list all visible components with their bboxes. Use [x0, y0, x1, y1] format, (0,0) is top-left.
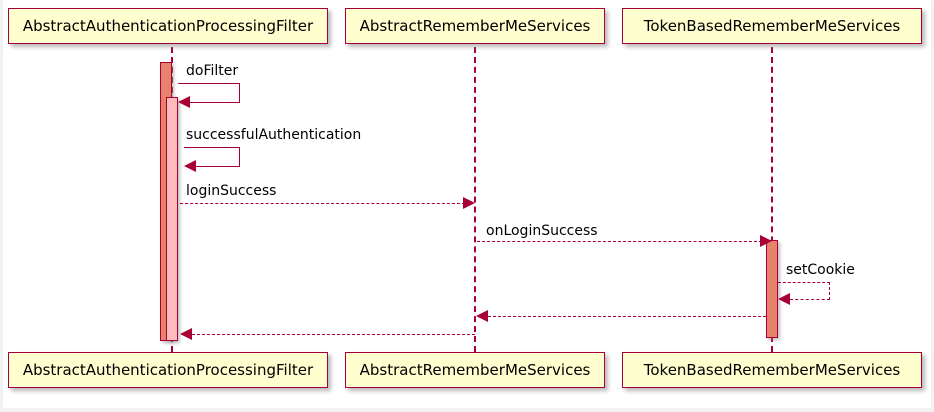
activation-bar-tokenrms: [766, 240, 778, 338]
message-onloginsuccess-arrowhead: [760, 235, 772, 247]
activation-bar-filter-inner: [166, 97, 178, 341]
message-return-abstractrms-arrowhead: [180, 328, 192, 340]
message-label-loginsuccess: loginSuccess: [186, 183, 277, 199]
participant-label-filter-bottom: AbstractAuthenticationProcessingFilter: [22, 360, 314, 379]
participant-box-bottom-tokenrms[interactable]: TokenBasedRememberMeServices: [622, 352, 922, 388]
message-successfulauth-arrowhead: [184, 160, 196, 172]
message-successfulauth-top-segment: [184, 147, 240, 148]
message-return-tokenrms-to-abstractrms: [488, 316, 766, 317]
message-dofilter-top-segment: [178, 83, 240, 84]
page-edge-left: [0, 0, 3, 412]
participant-box-top-abstractrms[interactable]: AbstractRememberMeServices: [345, 8, 605, 44]
message-return-tokenrms-arrowhead: [476, 310, 488, 322]
participant-label-tokenrms-top: TokenBasedRememberMeServices: [643, 16, 901, 35]
message-dofilter-bottom-segment: [190, 102, 240, 103]
message-loginsuccess-line: [180, 203, 465, 204]
participant-box-bottom-filter[interactable]: AbstractAuthenticationProcessingFilter: [8, 352, 328, 388]
lifeline-tokenrms: [771, 47, 773, 352]
participant-box-top-filter[interactable]: AbstractAuthenticationProcessingFilter: [8, 8, 328, 44]
message-successfulauth-bottom-segment: [196, 166, 240, 167]
lifeline-abstractrms: [474, 47, 476, 352]
message-label-onloginsuccess: onLoginSuccess: [486, 223, 598, 239]
message-setcookie-top-segment: [778, 282, 830, 283]
message-onloginsuccess-line: [477, 241, 762, 242]
message-loginsuccess-arrowhead: [463, 197, 475, 209]
participant-label-tokenrms-bottom: TokenBasedRememberMeServices: [643, 360, 901, 379]
participant-label-filter-top: AbstractAuthenticationProcessingFilter: [22, 16, 314, 35]
participant-box-top-tokenrms[interactable]: TokenBasedRememberMeServices: [622, 8, 922, 44]
message-setcookie-bottom-segment: [790, 299, 830, 300]
participant-box-bottom-abstractrms[interactable]: AbstractRememberMeServices: [345, 352, 605, 388]
message-label-setcookie: setCookie: [786, 262, 855, 278]
message-dofilter-arrowhead: [178, 96, 190, 108]
page-edge-right: [931, 0, 934, 412]
participant-label-abstractrms-bottom: AbstractRememberMeServices: [359, 360, 591, 379]
message-successfulauth-right-segment: [239, 147, 240, 167]
participant-label-abstractrms-top: AbstractRememberMeServices: [359, 16, 591, 35]
message-return-abstractrms-to-filter: [192, 334, 475, 335]
message-label-successfulauthentication: successfulAuthentication: [186, 127, 362, 143]
message-dofilter-right-segment: [239, 83, 240, 103]
message-label-dofilter: doFilter: [186, 63, 239, 79]
message-setcookie-right-segment: [829, 282, 830, 300]
page-edge-bottom: [0, 408, 934, 412]
message-setcookie-arrowhead: [778, 293, 790, 305]
